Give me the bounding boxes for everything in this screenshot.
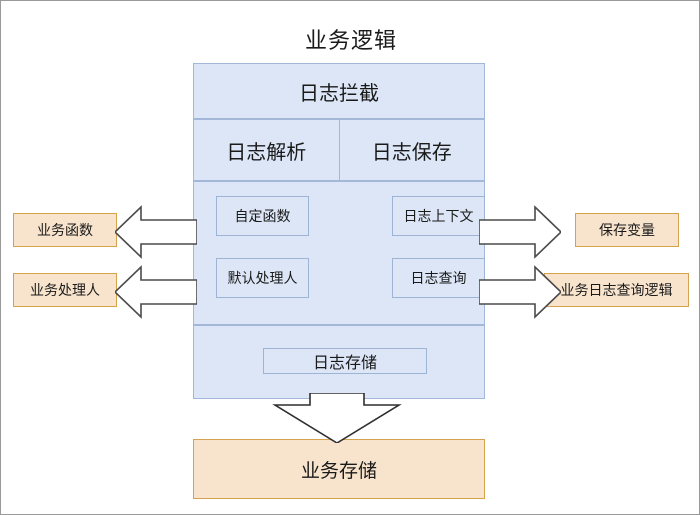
box-log-query: 日志查询 [392, 258, 485, 298]
panel-middle-row: 自定函数 默认处理人 日志上下文 日志查询 [193, 181, 485, 325]
box-default-handler: 默认处理人 [216, 258, 309, 298]
box-business-handler-label: 业务处理人 [30, 283, 100, 299]
box-custom-function: 自定函数 [216, 196, 309, 236]
box-business-storage-label: 业务存储 [300, 459, 377, 482]
box-log-storage-label: 日志存储 [312, 353, 377, 372]
panel-header-log-interception: 日志拦截 [193, 63, 485, 119]
left-arrow-icon-default-handler [115, 264, 197, 320]
cell-log-parse: 日志解析 [194, 120, 340, 180]
right-arrow-icon-save-variable [479, 204, 561, 260]
cell-log-save: 日志保存 [340, 120, 485, 180]
page-title: 业务逻辑 [304, 29, 397, 54]
box-log-storage: 日志存储 [263, 348, 427, 374]
panel-bottom-row: 日志存储 [193, 325, 485, 399]
box-custom-function-label: 自定函数 [234, 209, 291, 225]
box-log-context: 日志上下文 [392, 196, 485, 236]
panel-header-label: 日志拦截 [299, 80, 379, 105]
box-default-handler-label: 默认处理人 [227, 271, 298, 287]
box-log-query-label: 日志查询 [410, 271, 467, 287]
box-business-function: 业务函数 [13, 213, 117, 247]
right-arrow-icon-business-log-query [479, 264, 561, 320]
cell-log-parse-label: 日志解析 [226, 139, 307, 164]
down-arrow-icon-business-storage [267, 393, 407, 443]
panel-split-row: 日志解析 日志保存 [193, 119, 485, 181]
box-log-context-label: 日志上下文 [403, 209, 474, 225]
box-save-variable: 保存变量 [575, 213, 679, 247]
box-business-function-label: 业务函数 [37, 223, 93, 239]
cell-log-save-label: 日志保存 [371, 139, 452, 164]
box-business-handler: 业务处理人 [13, 273, 117, 307]
box-save-variable-label: 保存变量 [599, 223, 655, 239]
box-business-storage: 业务存储 [193, 439, 485, 499]
log-interception-panel: 日志拦截 日志解析 日志保存 自定函数 默认处理人 日志上下文 日志查询 [193, 63, 485, 399]
box-business-log-query-logic: 业务日志查询逻辑 [544, 273, 689, 307]
left-arrow-icon-custom-function [115, 204, 197, 260]
box-business-log-query-logic-label: 业务日志查询逻辑 [560, 283, 673, 299]
